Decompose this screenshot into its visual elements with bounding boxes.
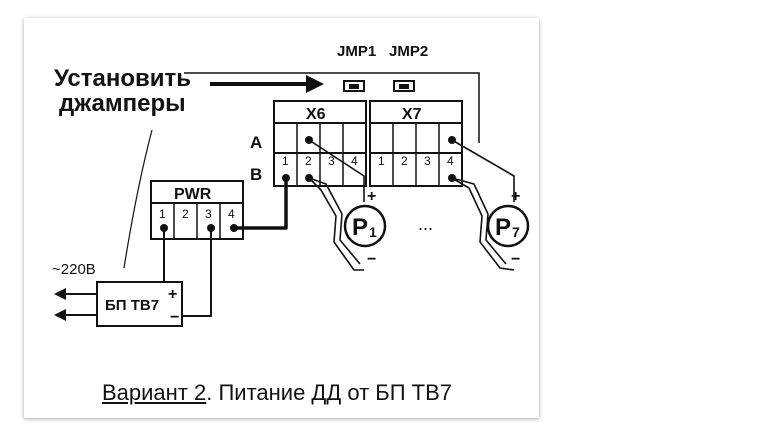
psu-plus: + — [168, 286, 177, 303]
x7-title: X7 — [402, 106, 422, 123]
caption-text: . Питание ДД от БП ТВ7 — [206, 380, 452, 405]
pwr-title: PWR — [174, 186, 212, 203]
sensor-p7 — [486, 204, 530, 248]
block-x6 — [273, 100, 367, 187]
wires — [163, 139, 515, 317]
instruction-line1: Установить — [54, 65, 191, 92]
psu-minus: − — [170, 309, 179, 326]
row-b-label: B — [250, 165, 262, 184]
caption-variant: Вариант 2 — [102, 380, 207, 405]
x7-pin-2: 2 — [401, 154, 408, 168]
instruction-arrowhead — [306, 75, 324, 93]
sensor-p7-minus: − — [511, 251, 520, 268]
jumper-jmp2 — [393, 80, 415, 92]
block-x7 — [369, 100, 463, 187]
instruction-line2: джамперы — [59, 90, 186, 117]
sensor-p7-letter: P — [495, 214, 511, 241]
x7-pin-1: 1 — [378, 154, 385, 168]
psu-box — [96, 281, 183, 327]
wiring-diagram: JMP1 JMP2 Установить джамперы X6 1 — [52, 43, 530, 327]
mains-label: ~220В — [52, 261, 96, 278]
x6-pin-4: 4 — [351, 154, 358, 168]
jmp2-label: JMP2 — [389, 43, 428, 60]
x6-title: X6 — [306, 106, 326, 123]
x7-pin-4: 4 — [447, 154, 454, 168]
sensor-p1-index: 1 — [369, 224, 377, 240]
sensor-p7-plus: + — [511, 188, 520, 205]
sensor-p1-plus: + — [367, 188, 376, 205]
sensor-p1 — [343, 204, 387, 248]
x7-pin-3: 3 — [424, 154, 431, 168]
pwr-pin-3: 3 — [205, 207, 212, 221]
jumper-jmp1 — [343, 80, 365, 92]
pwr-pin-4: 4 — [228, 207, 235, 221]
pwr-pin-1: 1 — [159, 207, 166, 221]
psu-label: БП ТВ7 — [105, 297, 159, 314]
x6-pin-2: 2 — [305, 154, 312, 168]
sensor-p7-index: 7 — [512, 224, 520, 240]
x6-pin-1: 1 — [282, 154, 289, 168]
mains-arrows — [54, 288, 97, 321]
terminal-dots — [160, 136, 456, 232]
sensor-ellipsis: ... — [418, 214, 433, 234]
leader-line — [184, 72, 480, 143]
row-a-label: A — [250, 133, 262, 152]
diagram-caption: Вариант 2. Питание ДД от БП ТВ7 — [102, 380, 452, 406]
sensor-p1-letter: P — [352, 214, 368, 241]
diagram-card: JMP1 JMP2 Установить джамперы X6 1 — [24, 18, 539, 418]
pwr-pin-2: 2 — [182, 207, 189, 221]
x6-pin-3: 3 — [328, 154, 335, 168]
jmp1-label: JMP1 — [337, 43, 376, 60]
leader-line-2 — [123, 129, 153, 269]
sensor-p1-minus: − — [367, 251, 376, 268]
